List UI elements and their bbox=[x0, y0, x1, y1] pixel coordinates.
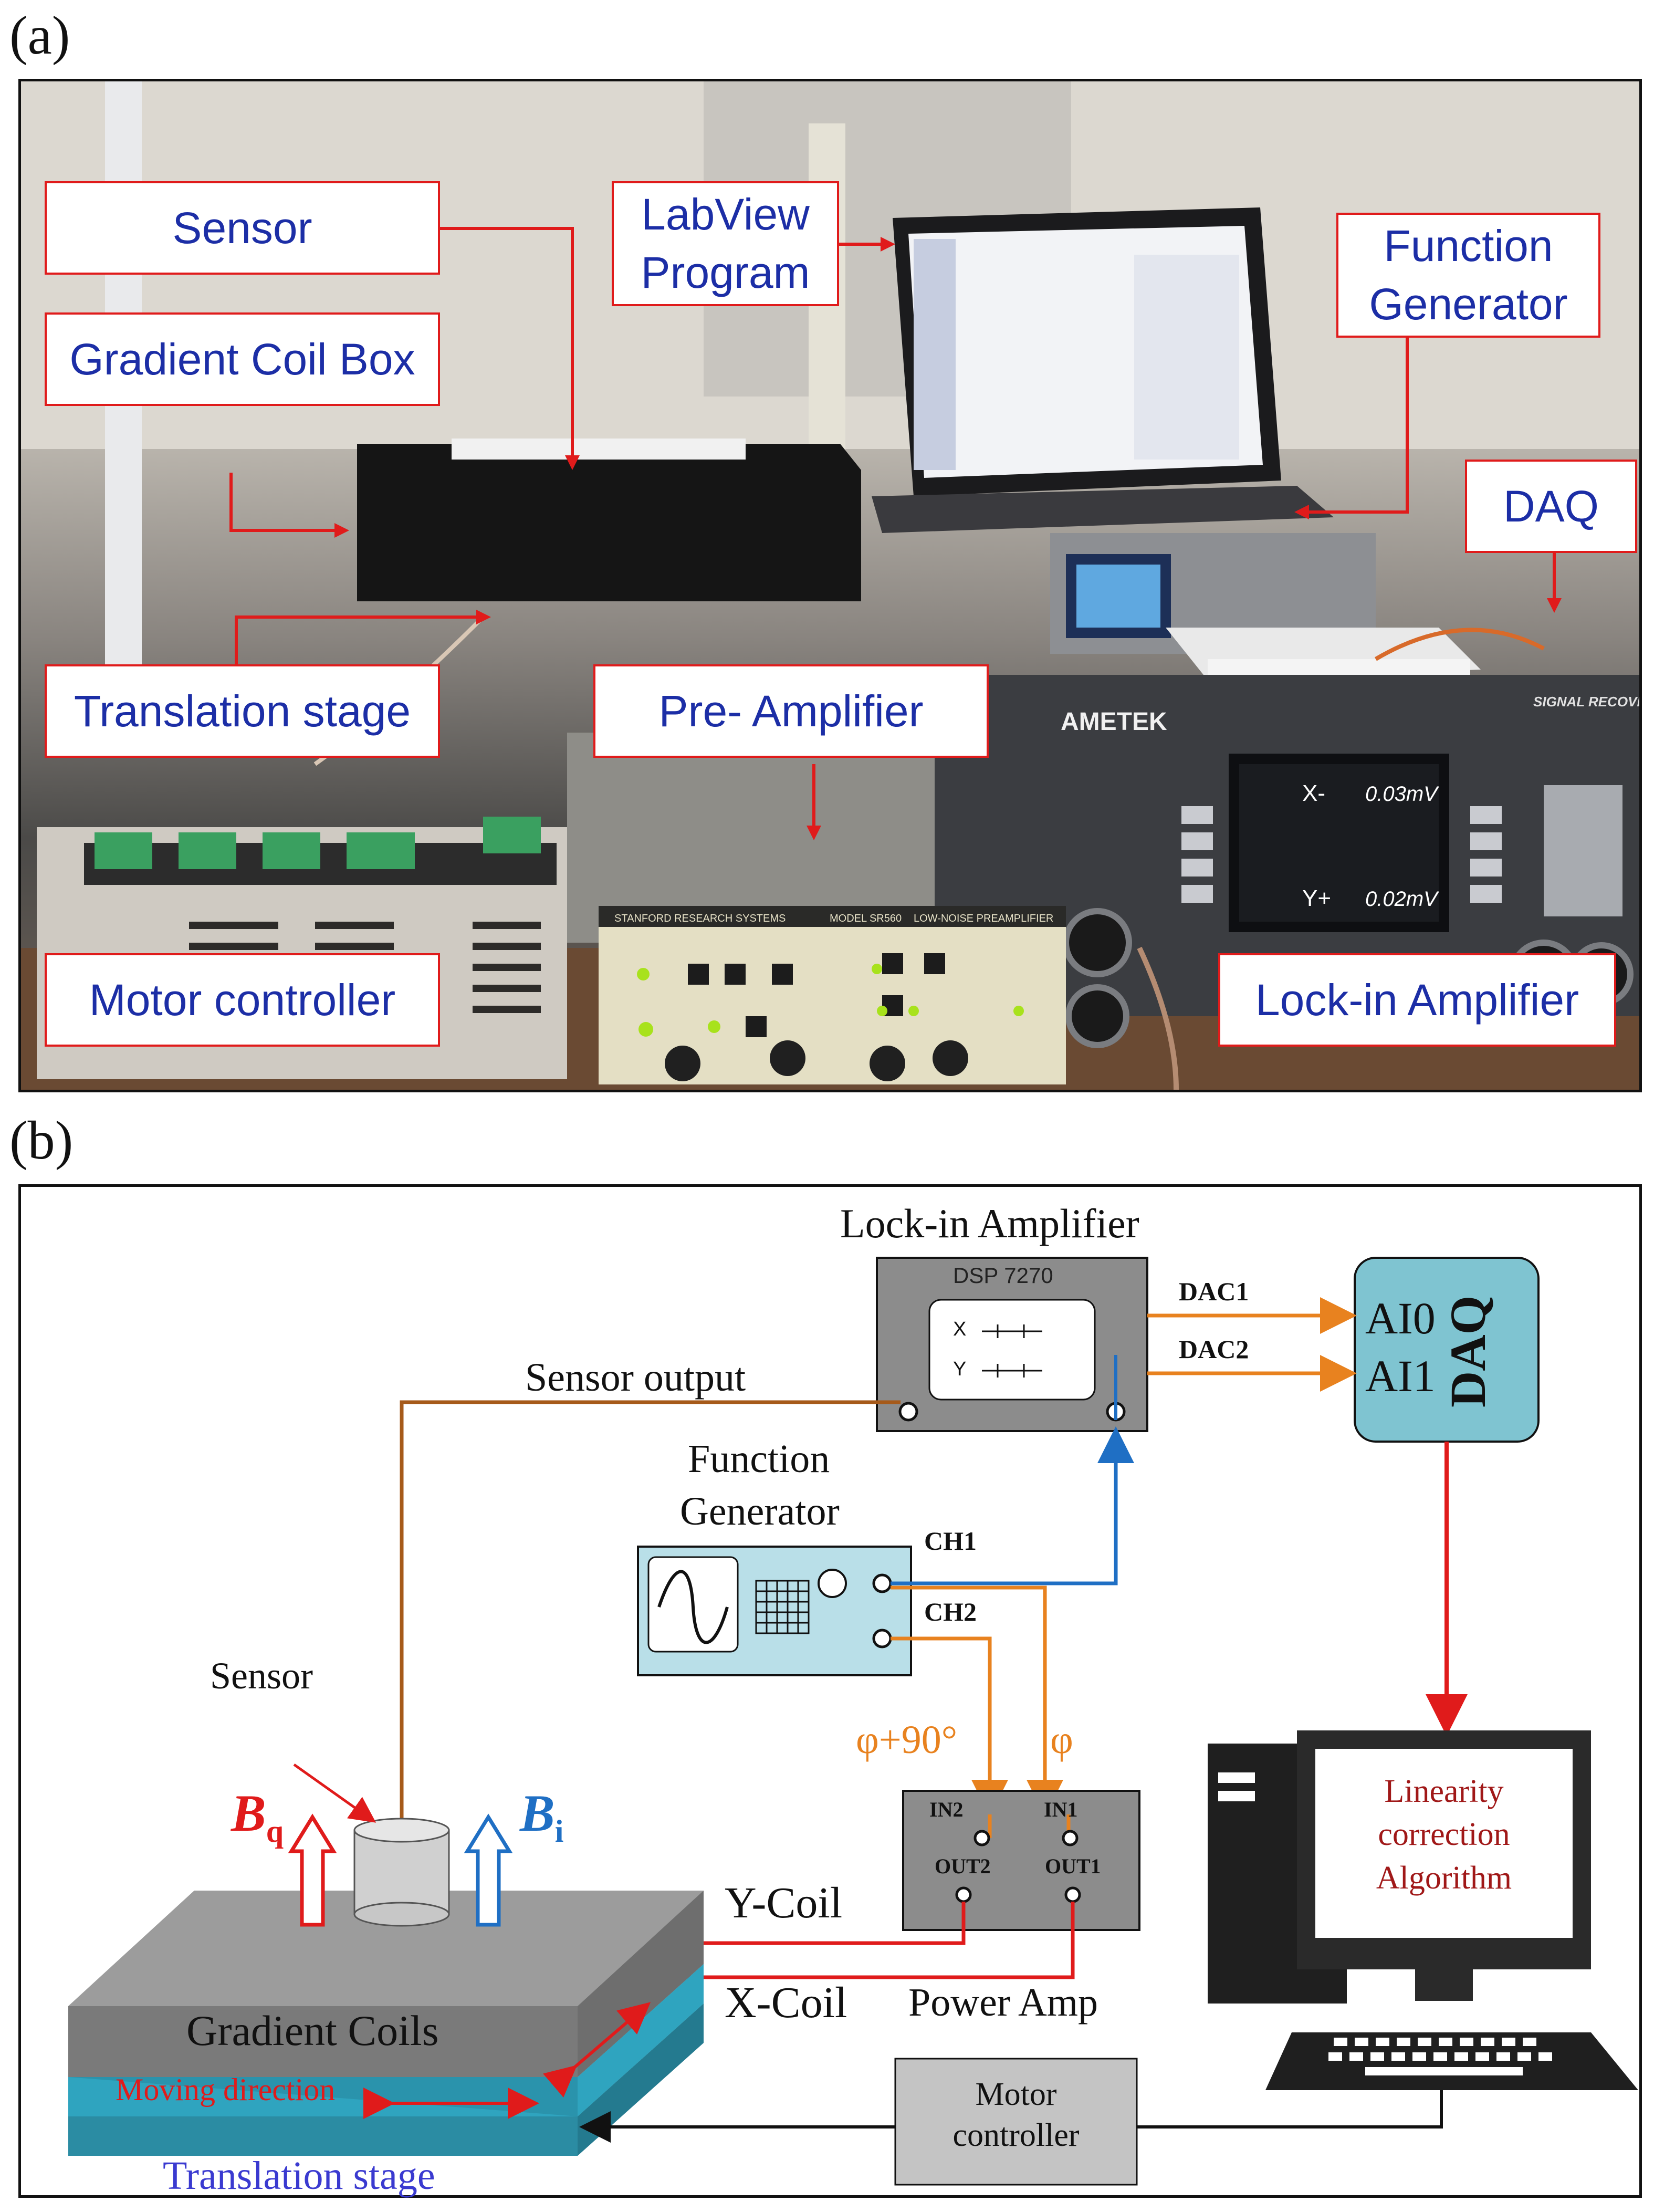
fg-title-line1: Function bbox=[688, 1437, 830, 1481]
bi-arrow bbox=[464, 1813, 513, 1927]
bq-label: Bq bbox=[231, 1784, 284, 1849]
out2-label: OUT2 bbox=[935, 1854, 991, 1878]
panel-b-letter: (b) bbox=[9, 1110, 74, 1171]
lia-y-value: 0.02mV bbox=[1365, 888, 1439, 911]
y-coil-label: Y-Coil bbox=[725, 1879, 843, 1927]
callout-labview-program: LabView Program bbox=[612, 181, 839, 306]
gradient-coils-label: Gradient Coils bbox=[186, 2007, 439, 2054]
daq-label: DAQ bbox=[1440, 1295, 1496, 1407]
lab-setup-photo: AMETEK SIGNAL RECOVERY X- 0.03mV Y+ 0.02… bbox=[18, 79, 1642, 1092]
out2-connector bbox=[955, 1886, 972, 1903]
motor-controller-label: Motor controller bbox=[952, 2077, 1080, 2153]
out1-connector bbox=[1064, 1886, 1081, 1903]
bq-arrow bbox=[288, 1813, 337, 1927]
lock-in-x-label: X bbox=[953, 1318, 967, 1340]
daq-ai1-label: AI1 bbox=[1365, 1351, 1436, 1401]
lock-in-display bbox=[928, 1299, 1096, 1401]
lia-x-value: 0.03mV bbox=[1365, 782, 1439, 806]
translation-stage-label: Translation stage bbox=[163, 2154, 435, 2198]
sensor-cylinder bbox=[353, 1829, 450, 1915]
lock-in-y-label: Y bbox=[953, 1358, 967, 1380]
callout-daq: DAQ bbox=[1465, 460, 1637, 553]
ametek-text: AMETEK bbox=[1061, 708, 1167, 736]
bi-label: Bi bbox=[520, 1784, 564, 1849]
callout-motor-controller: Motor controller bbox=[45, 953, 440, 1047]
sensor-label: Sensor bbox=[210, 1655, 313, 1697]
callout-function-generator: Function Generator bbox=[1336, 213, 1600, 338]
in1-label: IN1 bbox=[1044, 1798, 1078, 1821]
phase-i-label: φ bbox=[1050, 1718, 1073, 1762]
ch1-connector bbox=[872, 1573, 892, 1593]
sensor-output-label: Sensor output bbox=[525, 1355, 746, 1400]
ch1-label: CH1 bbox=[924, 1526, 977, 1556]
model-text: MODEL SR560 bbox=[830, 913, 902, 924]
computer-screen-text: Linearity correction Algorithm bbox=[1376, 1773, 1512, 1896]
lock-in-model: DSP 7270 bbox=[953, 1263, 1053, 1288]
in2-label: IN2 bbox=[929, 1798, 964, 1821]
ch2-connector bbox=[872, 1629, 892, 1648]
ch2-label: CH2 bbox=[924, 1597, 977, 1626]
out1-label: OUT1 bbox=[1045, 1854, 1101, 1878]
lock-in-title: Lock-in Amplifier bbox=[840, 1201, 1139, 1246]
callout-pre-amplifier: Pre- Amplifier bbox=[593, 664, 989, 758]
lock-in-input-connector bbox=[898, 1402, 918, 1422]
callout-sensor: Sensor bbox=[45, 181, 440, 275]
callout-lock-in-amplifier: Lock-in Amplifier bbox=[1218, 953, 1616, 1047]
dac2-label: DAC2 bbox=[1179, 1334, 1249, 1364]
phase-q-label: φ+90° bbox=[856, 1718, 958, 1762]
dac1-label: DAC1 bbox=[1179, 1277, 1249, 1306]
stanford-text: STANFORD RESEARCH SYSTEMS bbox=[614, 913, 786, 924]
power-amp-label: Power Amp bbox=[908, 1980, 1098, 2025]
lia-x-text: X- bbox=[1302, 780, 1325, 806]
callout-gradient-coil-box: Gradient Coil Box bbox=[45, 312, 440, 406]
signal-recovery-text: SIGNAL RECOVERY bbox=[1533, 694, 1639, 709]
power-amp-box bbox=[902, 1790, 1140, 1931]
in2-connector bbox=[973, 1830, 990, 1846]
fg-title-line2: Generator bbox=[680, 1489, 840, 1533]
motor-controller-box bbox=[894, 2058, 1138, 2186]
schematic-diagram: Lock-in Amplifier DSP 7270 X Y DAC1 DAC2… bbox=[18, 1184, 1642, 2198]
panel-a-letter: (a) bbox=[9, 5, 70, 66]
computer-keyboard bbox=[1265, 2032, 1638, 2090]
callout-translation-stage: Translation stage bbox=[45, 664, 440, 758]
preamp-name-text: LOW-NOISE PREAMPLIFIER bbox=[914, 913, 1053, 924]
x-coil-label: X-Coil bbox=[725, 1978, 847, 2027]
lia-y-text: Y+ bbox=[1302, 885, 1331, 911]
moving-direction-label: Moving direction bbox=[116, 2072, 336, 2107]
gradient-coils-block bbox=[68, 2006, 578, 2077]
daq-ai0-label: AI0 bbox=[1365, 1293, 1436, 1343]
in1-connector bbox=[1062, 1830, 1079, 1846]
